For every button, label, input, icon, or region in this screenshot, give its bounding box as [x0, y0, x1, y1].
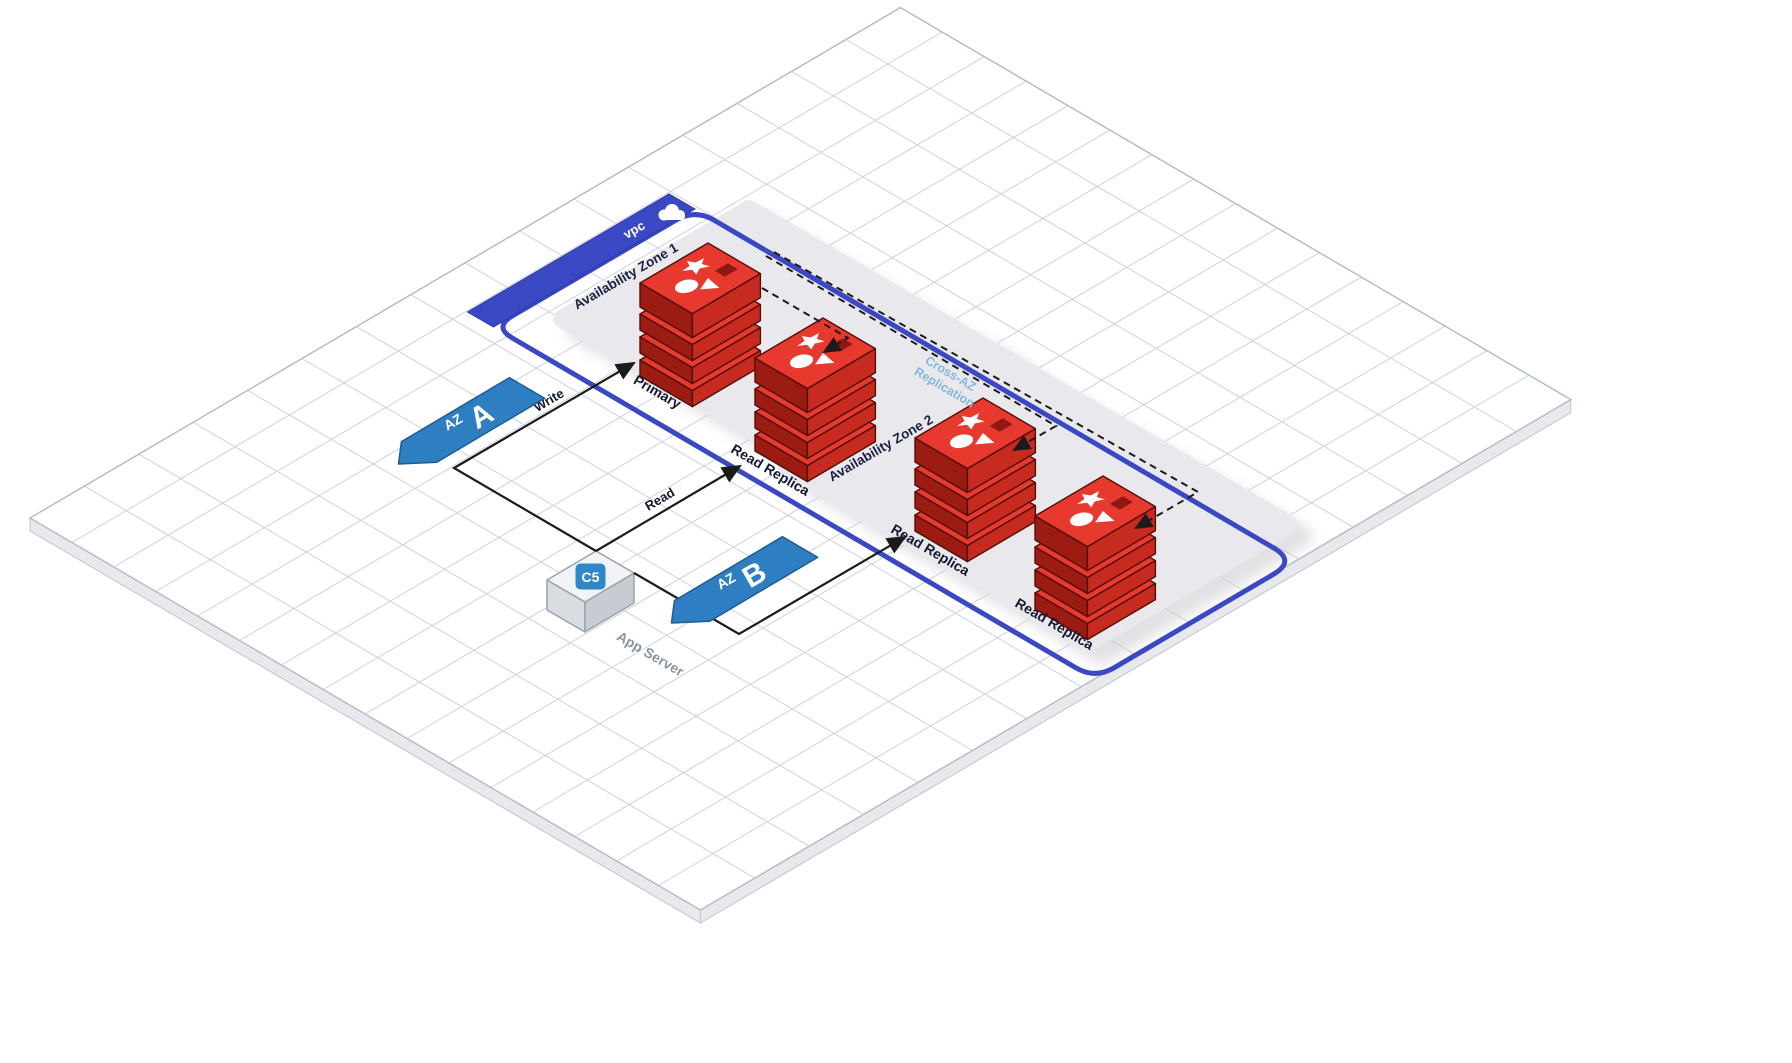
vpc-boundary	[500, 212, 1288, 676]
cloud-icon	[658, 204, 685, 221]
vpc-banner: vpc	[466, 193, 696, 328]
az-b-badge-shape	[670, 535, 819, 624]
az-a-badge-shape	[397, 376, 546, 465]
c5-instance-chip	[575, 563, 606, 590]
replication-primary-to-replica1	[761, 287, 850, 354]
az2-region	[778, 340, 1299, 652]
read-connection-az-a	[595, 464, 742, 552]
replication-primary-to-replica3	[773, 251, 1201, 530]
replication-primary-to-replica2	[765, 255, 1058, 451]
az-b-badge: AZ B	[670, 535, 819, 624]
read-connection-az-b	[633, 535, 907, 636]
app-server-node: C5	[546, 550, 635, 633]
c5-chip-label: C5	[582, 569, 600, 585]
vpc-banner-strip	[466, 193, 696, 328]
az-a-badge: AZ A	[397, 376, 546, 465]
write-connection	[451, 361, 636, 552]
plane-outline	[28, 6, 1573, 911]
